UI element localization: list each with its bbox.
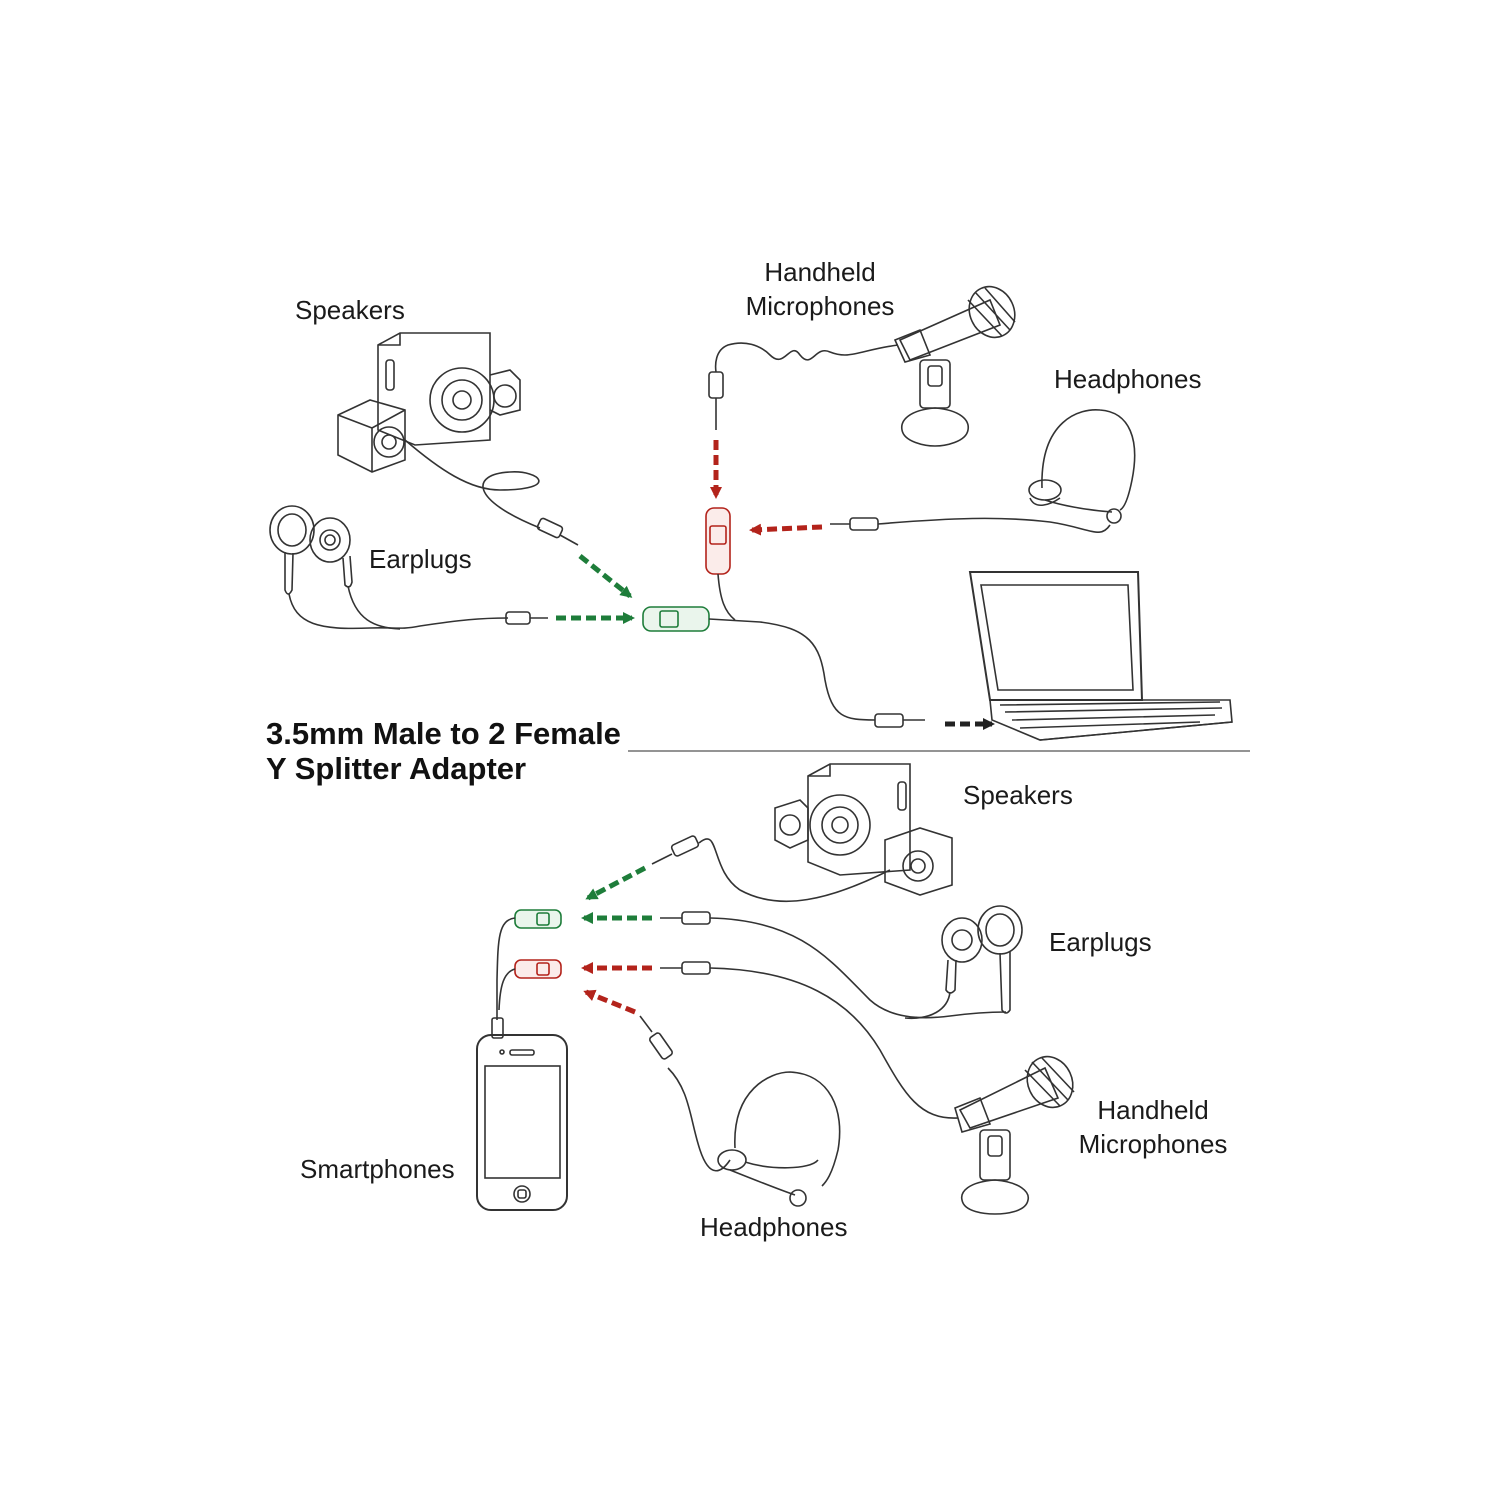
headphones-plug — [830, 517, 879, 531]
smartphone-plug — [491, 1017, 504, 1039]
headphones-plug-bottom — [639, 1015, 673, 1060]
handheld-microphone-icon — [893, 285, 1016, 447]
arrow-headphones-to-splitter-bottom — [583, 989, 636, 1015]
handheld-microphone-icon-bottom — [954, 1055, 1075, 1215]
earplugs-cable-2 — [347, 585, 401, 630]
earplugs-cable-bottom-2 — [904, 991, 951, 1019]
speakers-icon-bottom — [774, 763, 953, 896]
diagram-title: 3.5mm Male to 2 Female Y Splitter Adapte… — [266, 716, 621, 786]
label-handheld-microphones-top: Handheld Microphones — [740, 255, 900, 323]
arrow-headphones-to-splitter — [749, 523, 823, 536]
handheld-microphone-plug-bottom — [660, 961, 711, 975]
title-line2: Y Splitter Adapter — [266, 751, 527, 786]
title-line1: 3.5mm Male to 2 Female — [266, 716, 621, 751]
label-handheld-line2: Microphones — [745, 291, 895, 321]
red-splitter-top — [705, 507, 736, 621]
arrow-speakers-to-splitter — [578, 554, 633, 598]
arrow-speakers-to-splitter-bottom — [585, 865, 647, 901]
label-speakers-top: Speakers — [295, 295, 405, 325]
label-handheld-line2-bottom: Microphones — [1078, 1129, 1228, 1159]
red-splitter-bottom — [498, 959, 562, 1011]
smartphone-icon — [476, 1034, 568, 1211]
earplugs-icon — [269, 505, 353, 595]
label-handheld-microphones-bottom: Handheld Microphones — [1073, 1093, 1233, 1161]
headphones-icon — [1028, 409, 1136, 524]
handheld-microphone-plug — [708, 371, 724, 430]
headphones-cable-bottom — [667, 1067, 731, 1172]
earplugs-icon-bottom — [941, 905, 1023, 1014]
handheld-microphone-cable-bottom — [709, 967, 959, 1119]
label-speakers-bottom: Speakers — [963, 780, 1073, 810]
speakers-icon — [337, 332, 521, 473]
laptop-plug — [874, 713, 925, 728]
label-handheld-line1-bottom: Handheld — [1097, 1095, 1209, 1125]
earplugs-cable — [288, 593, 509, 630]
speakers-plug-bottom — [651, 835, 700, 865]
green-splitter-bottom — [496, 909, 562, 1020]
label-earplugs-bottom: Earplugs — [1049, 927, 1152, 957]
speakers-cable-bottom — [698, 838, 891, 903]
label-handheld-line1: Handheld — [764, 257, 876, 287]
speakers-plug — [536, 517, 579, 546]
headphones-icon-bottom — [717, 1071, 841, 1207]
earplugs-plug — [505, 611, 548, 625]
speakers-cable — [404, 439, 541, 529]
label-earplugs-top: Earplugs — [369, 544, 472, 574]
label-headphones-top: Headphones — [1054, 364, 1202, 394]
label-smartphones: Smartphones — [300, 1154, 455, 1184]
earplugs-cable-bottom — [709, 917, 1007, 1019]
label-headphones-bottom: Headphones — [700, 1212, 848, 1242]
handheld-microphone-cable — [714, 342, 899, 373]
laptop-icon — [968, 571, 1233, 741]
earplugs-plug-bottom — [660, 911, 711, 925]
headphones-cable — [877, 517, 1111, 534]
green-splitter-top — [642, 606, 876, 721]
